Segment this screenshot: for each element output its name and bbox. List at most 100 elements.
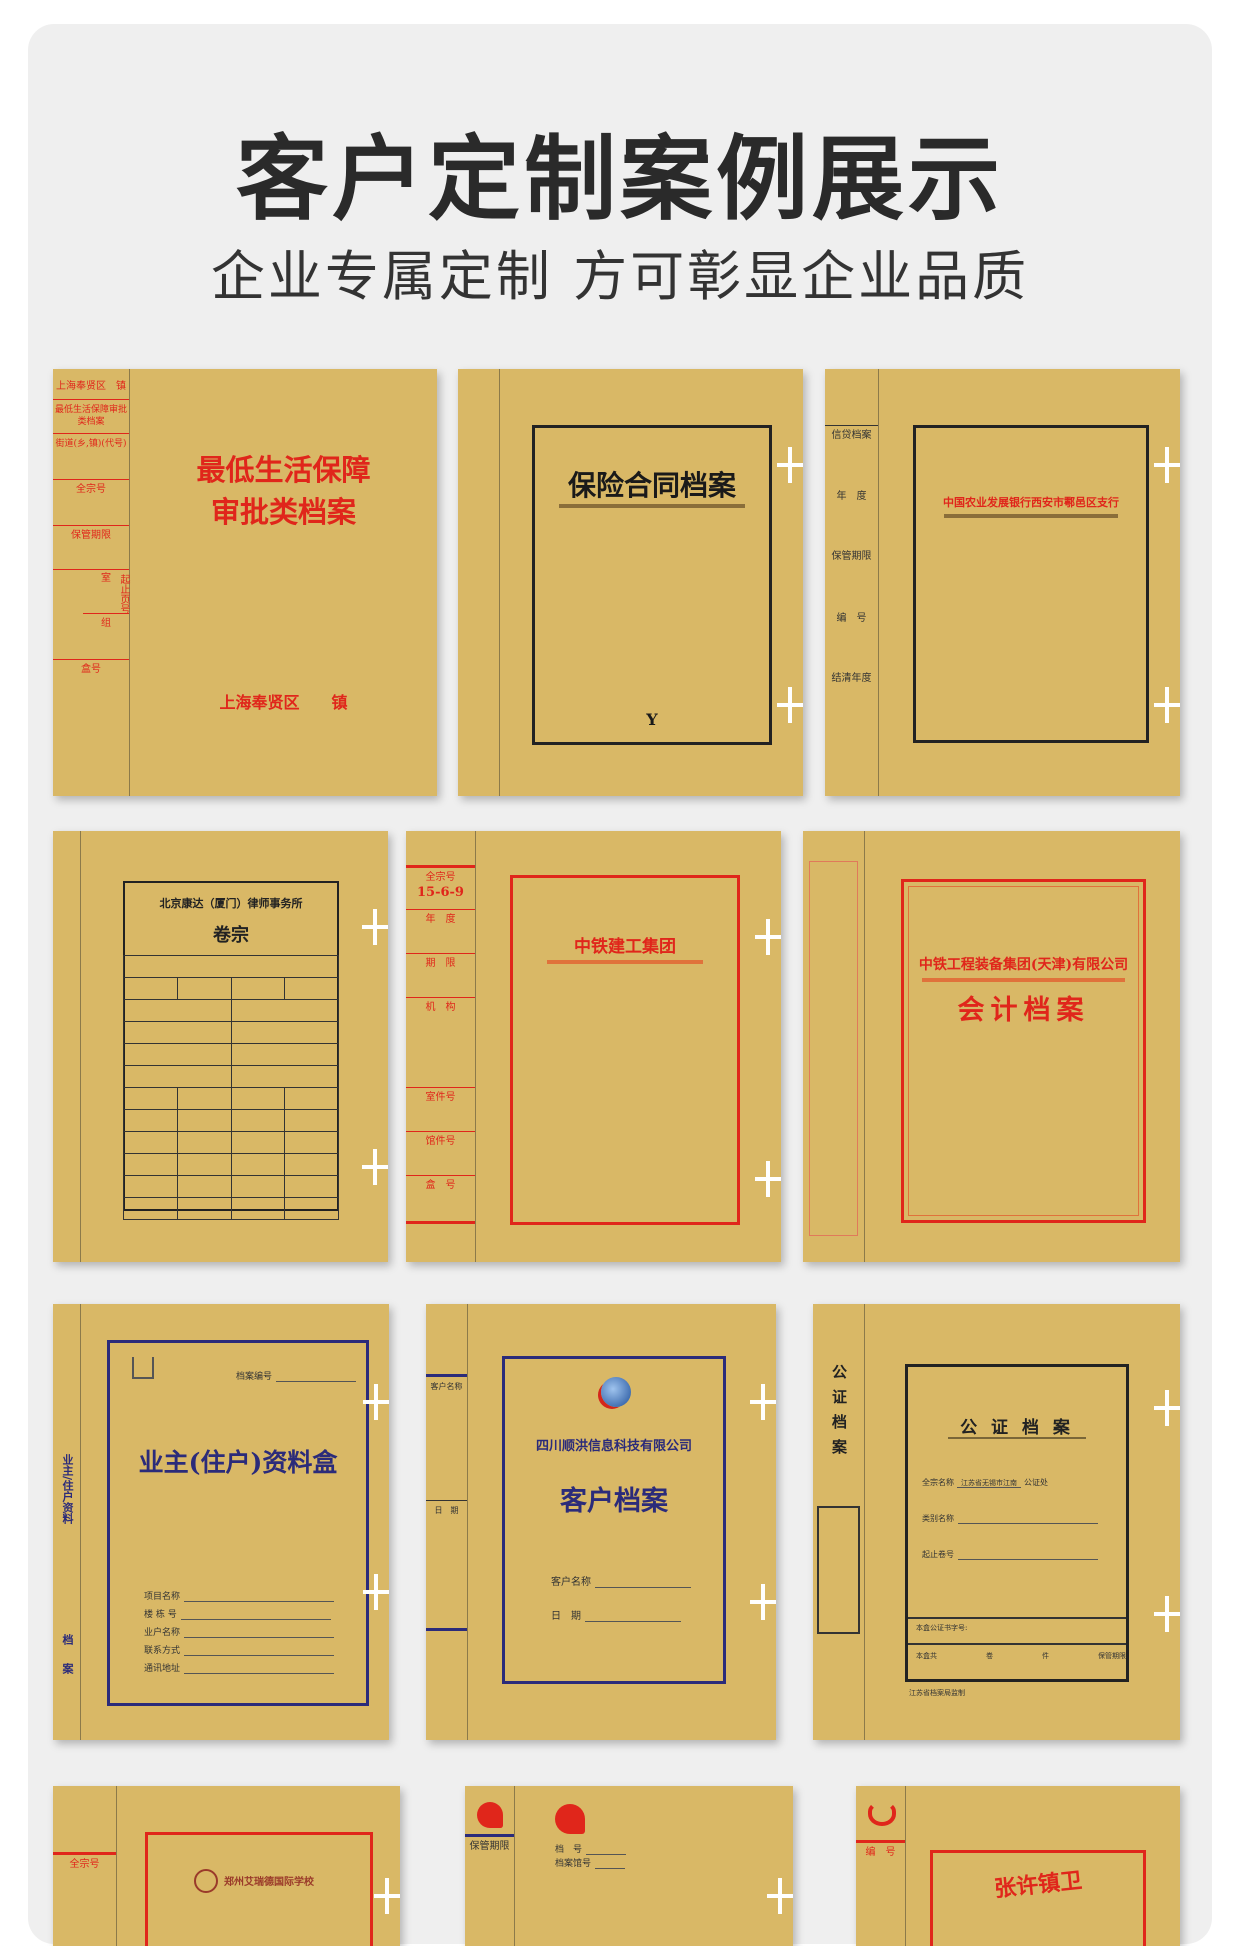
spine-label: 室件号	[406, 1087, 475, 1104]
box-title: 保险合同档案	[567, 469, 736, 502]
plus-icon	[777, 447, 803, 483]
form-field: 客户名称	[551, 1573, 691, 1588]
plus-icon	[1154, 1390, 1180, 1426]
box-frame: 中铁建工集团	[510, 875, 740, 1225]
file-box-8: 客户名称 日 期 四川顺洪信息科技有限公司 客户档案 客户名称 日 期	[426, 1304, 776, 1740]
box-spine: 保管期限	[465, 1786, 515, 1946]
spine-label: 编 号	[836, 613, 867, 624]
file-box-5: 全宗号 15-6-9 年 度 期 限 机 构 室件号 馆件号 盒 号 中铁建工集…	[406, 831, 781, 1262]
box-frame: 中国农业发展银行西安市鄠邑区支行	[913, 425, 1149, 743]
spine-vertical-text: 档案	[61, 1634, 74, 1692]
plus-icon	[363, 1384, 389, 1420]
title-underline	[922, 978, 1125, 982]
box-spine: 编 号	[856, 1786, 906, 1946]
box-title: 客户档案	[560, 1486, 668, 1517]
plus-icon	[374, 1878, 400, 1914]
plus-icon	[750, 1584, 776, 1620]
box-spine: 公证档案	[813, 1304, 865, 1740]
spine-vertical-text: 公证档案	[830, 1364, 848, 1464]
plus-icon	[1154, 447, 1180, 483]
spine-label: 盒号	[53, 659, 129, 676]
form-field: 类别名称	[922, 1513, 1098, 1524]
spine-divider	[426, 1628, 467, 1635]
form-field: 全宗名称江苏省无锡市江南公证处	[922, 1478, 1048, 1488]
box-title: 张许镇卫	[993, 1867, 1084, 1903]
form-field: 联系方式	[144, 1643, 335, 1656]
spine-vertical-text: 业主/住户资料	[61, 1454, 74, 1525]
title-underline	[948, 1437, 1086, 1439]
box-frame: 中铁工程装备集团(天津)有限公司 会计档案	[901, 879, 1146, 1223]
spine-label: 15-6-9	[417, 885, 464, 900]
box-title-line-1: 最低生活保障	[196, 453, 371, 487]
plus-icon	[755, 919, 781, 955]
spine-label: 编 号	[856, 1840, 905, 1859]
box-spine: 客户名称 日 期	[426, 1304, 468, 1740]
form-field: 业户名称	[144, 1625, 335, 1638]
file-box-7: 业主/住户资料 档案 档案编号 业主(住户)资料盒 项目名称 楼 栋 号 业户名…	[53, 1304, 389, 1740]
box-spine: 全宗号	[53, 1786, 117, 1946]
page-subtitle: 企业专属定制 方可彰显企业品质	[210, 245, 1030, 308]
box-title-line-2: 审批类档案	[210, 495, 356, 529]
box-frame: 保险合同档案 Y	[532, 425, 772, 745]
spine-label: 室	[101, 573, 111, 584]
file-box-12: 编 号 张许镇卫	[856, 1786, 1180, 1946]
box-footer: 上海奉贤区 镇	[219, 693, 348, 712]
file-box-10: 全宗号 郑州艾瑞德国际学校	[53, 1786, 400, 1946]
maker-label: 江苏省档案局监制	[909, 1689, 965, 1697]
red-logo-icon	[868, 1802, 896, 1826]
org-name: 北京康达（厦门）律师事务所	[159, 897, 303, 910]
spine-label: 街道(乡,镇)(代号)	[53, 433, 129, 450]
form-field: 通讯地址	[144, 1661, 335, 1674]
box-title: 业主(住户)资料盒	[138, 1448, 338, 1477]
file-box-9: 公证档案 公 证 档 案 全宗名称江苏省无锡市江南公证处 类别名称 起止卷号 本…	[813, 1304, 1180, 1740]
box-title: 中铁建工集团	[574, 937, 676, 957]
box-spine: 信贷档案 年 度 保管期限 编 号 结清年度	[825, 369, 879, 796]
spine-label: 保管期限	[53, 525, 129, 542]
school-name: 郑州艾瑞德国际学校	[224, 1877, 314, 1888]
box-spine	[458, 369, 500, 796]
school-emblem-icon	[194, 1869, 218, 1893]
plus-icon	[1154, 1596, 1180, 1632]
archive-number-field: 档案编号	[236, 1369, 356, 1382]
file-box-11: 保管期限 档 号 档案馆号	[465, 1786, 793, 1946]
plus-icon	[362, 1149, 388, 1185]
box-frame: 公 证 档 案 全宗名称江苏省无锡市江南公证处 类别名称 起止卷号 本盒公证书字…	[905, 1364, 1129, 1682]
spine-label: 上海奉贤区 镇	[56, 381, 126, 392]
page-title: 客户定制案例展示	[235, 126, 1004, 233]
box-frame: 郑州艾瑞德国际学校	[145, 1832, 373, 1946]
company-name: 中铁工程装备集团(天津)有限公司	[918, 957, 1129, 973]
box-frame: 张许镇卫	[930, 1850, 1146, 1946]
plus-icon	[1154, 687, 1180, 723]
box-title: 公 证 档 案	[960, 1418, 1074, 1438]
box-spine: 业主/住户资料 档案	[53, 1304, 81, 1740]
spine-label: 客户名称	[426, 1374, 467, 1393]
plus-icon	[750, 1384, 776, 1420]
spine-divider	[406, 1221, 475, 1228]
plus-icon	[362, 909, 388, 945]
title-underline	[547, 960, 703, 964]
file-box-2: 保险合同档案 Y	[458, 369, 803, 796]
form-field: 档案馆号	[555, 1856, 626, 1869]
divider	[908, 1643, 1126, 1645]
plus-icon	[755, 1161, 781, 1197]
spine-label: 全宗号	[406, 865, 475, 884]
spine-label: 机 构	[406, 997, 475, 1014]
spine-label: 结清年度	[831, 673, 872, 684]
house-logo-icon	[132, 1357, 154, 1379]
logo: Y	[646, 710, 658, 729]
file-box-4: 北京康达（厦门）律师事务所 卷宗	[53, 831, 388, 1262]
globe-logo-icon	[601, 1377, 631, 1407]
spine-label: 起止页号	[53, 569, 129, 659]
form-table	[123, 955, 339, 1220]
spine-label: 期 限	[406, 953, 475, 970]
box-title: 会计档案	[957, 995, 1090, 1026]
form-field: 档 号	[555, 1842, 627, 1855]
plus-icon	[767, 1878, 793, 1914]
form-field: 楼 栋 号	[144, 1607, 331, 1620]
box-title: 中国农业发展银行西安市鄠邑区支行	[943, 496, 1119, 509]
spine-label: 盒 号	[406, 1175, 475, 1192]
spine-label: 保管期限	[831, 551, 872, 562]
form-field: 起止卷号	[922, 1549, 1098, 1560]
box-frame: 四川顺洪信息科技有限公司 客户档案 客户名称 日 期	[502, 1356, 726, 1684]
file-box-3: 信贷档案 年 度 保管期限 编 号 结清年度 中国农业发展银行西安市鄠邑区支行	[825, 369, 1180, 796]
